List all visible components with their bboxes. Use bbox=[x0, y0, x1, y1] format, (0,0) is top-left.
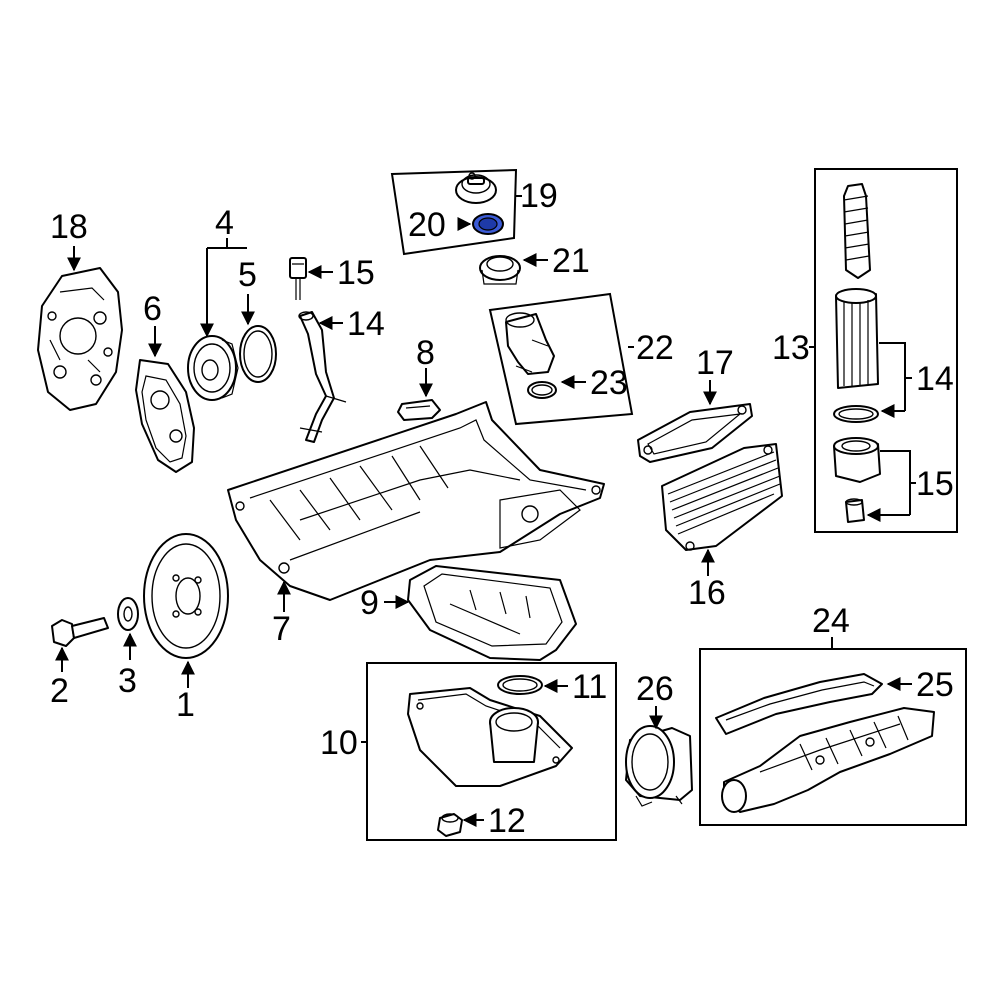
callout-23: 23 bbox=[590, 364, 628, 402]
part-15-filter-housing-base bbox=[833, 437, 881, 483]
callout-2: 2 bbox=[50, 672, 69, 710]
callout-19: 19 bbox=[520, 177, 558, 215]
part-19-oil-filler-cap bbox=[455, 172, 497, 204]
part-24-intake-manifold bbox=[721, 707, 935, 813]
part-15-drain-valve bbox=[845, 498, 865, 523]
part-16-oil-cooler bbox=[661, 443, 783, 551]
callout-4: 4 bbox=[215, 204, 234, 242]
callout-26: 26 bbox=[636, 670, 674, 708]
part-4-oil-pump-pulley bbox=[187, 335, 239, 401]
callout-22: 22 bbox=[636, 329, 674, 367]
callout-7: 7 bbox=[272, 610, 291, 648]
part-14-oil-filter-element bbox=[835, 288, 879, 389]
callout-21: 21 bbox=[552, 242, 590, 280]
callout-13: 13 bbox=[772, 329, 810, 367]
part-22-filler-tube bbox=[505, 312, 555, 375]
callout-25: 25 bbox=[916, 666, 954, 704]
part-1-flex-plate bbox=[143, 533, 229, 659]
callout-9: 9 bbox=[360, 584, 379, 622]
callout-5: 5 bbox=[238, 256, 257, 294]
part-18-timing-cover bbox=[37, 267, 123, 411]
part-21-filler-neck bbox=[479, 255, 521, 285]
callout-15-sensor: 15 bbox=[337, 254, 375, 292]
part-15-oil-level-sensor bbox=[289, 257, 307, 300]
part-7-upper-oil-pan bbox=[227, 401, 605, 601]
part-23-tube-seal bbox=[527, 381, 557, 399]
part-14-dipstick-tube bbox=[298, 311, 347, 443]
callout-8: 8 bbox=[416, 334, 435, 372]
part-10-lower-oil-pan bbox=[407, 687, 573, 787]
callout-1: 1 bbox=[176, 686, 195, 724]
part-5-o-ring bbox=[239, 325, 277, 383]
callout-10: 10 bbox=[320, 724, 358, 762]
callout-20: 20 bbox=[408, 206, 446, 244]
callout-18: 18 bbox=[50, 208, 88, 246]
callout-11: 11 bbox=[572, 668, 607, 706]
part-11-o-ring bbox=[497, 675, 543, 695]
part-17-cooler-gasket bbox=[637, 403, 753, 463]
part-12-drain-plug bbox=[437, 813, 463, 837]
part-25-manifold-gasket bbox=[715, 673, 883, 735]
callout-3: 3 bbox=[118, 662, 137, 700]
callout-24: 24 bbox=[812, 602, 850, 640]
callout-17: 17 bbox=[696, 344, 734, 382]
callout-14-filter: 14 bbox=[916, 360, 954, 398]
callout-14-tube: 14 bbox=[347, 305, 385, 343]
part-3-spacer bbox=[117, 597, 139, 631]
part-9-oil-pan-gasket bbox=[407, 565, 577, 661]
callout-12: 12 bbox=[488, 802, 526, 840]
part-13-filter-housing-cap bbox=[843, 183, 871, 279]
part-14-filter-seal bbox=[833, 405, 879, 423]
part-20-cap-seal-highlighted bbox=[472, 213, 504, 235]
part-2-bolt bbox=[51, 617, 109, 647]
callout-6: 6 bbox=[143, 290, 162, 328]
part-26-intake-boot bbox=[625, 725, 693, 807]
part-6-cover-gasket bbox=[135, 359, 195, 473]
callout-15-housing: 15 bbox=[916, 465, 954, 503]
callout-16: 16 bbox=[688, 574, 726, 612]
part-8-cover-plate bbox=[397, 399, 441, 421]
